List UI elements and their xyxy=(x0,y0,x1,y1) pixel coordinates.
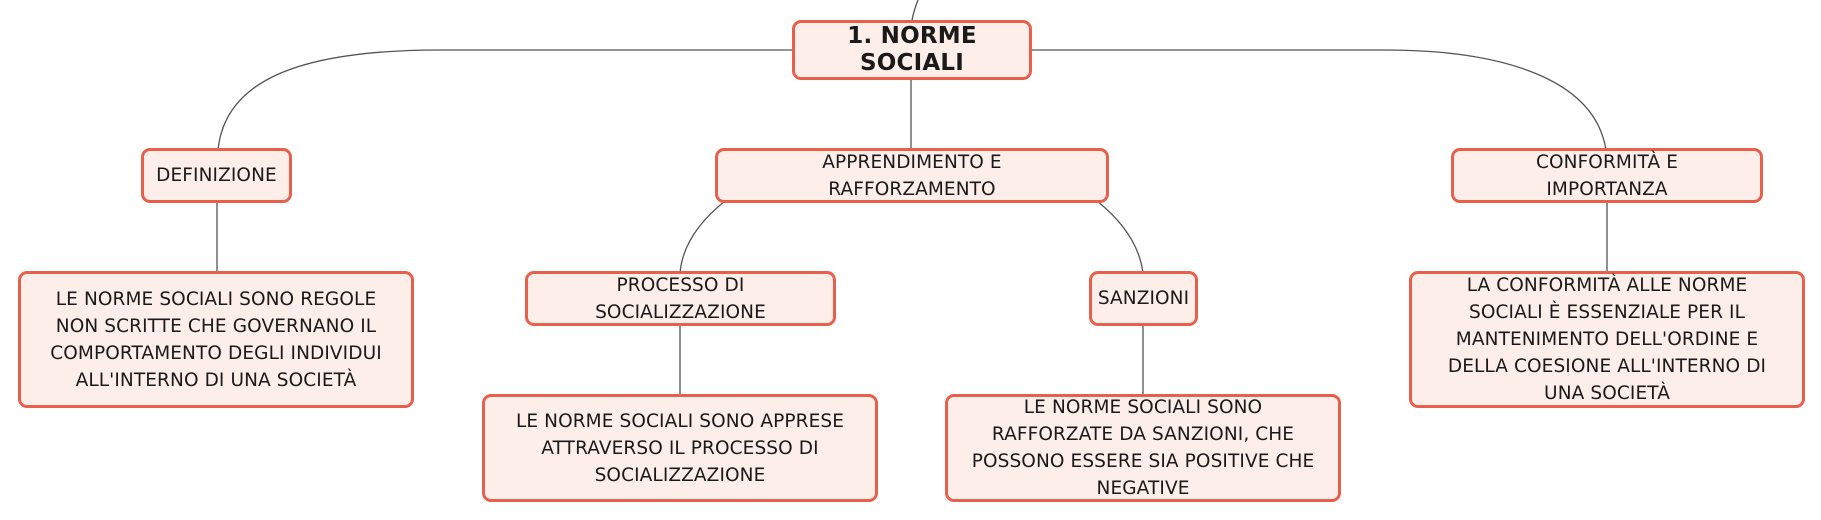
connector-root-conformita xyxy=(1031,49,1607,151)
branch-apprendimento[interactable]: APPRENDIMENTO E RAFFORZAMENTO xyxy=(715,148,1109,203)
connector-apprendimento-socializzazione xyxy=(679,200,726,274)
sanzioni-detail[interactable]: LE NORME SOCIALI SONO RAFFORZATE DA SANZ… xyxy=(945,394,1341,502)
node-processo-socializzazione-label: PROCESSO DI SOCIALIZZAZIONE xyxy=(595,274,766,323)
connector-root-incoming xyxy=(911,0,919,21)
connector-root-definizione xyxy=(217,49,793,151)
node-processo-socializzazione[interactable]: PROCESSO DI SOCIALIZZAZIONE xyxy=(525,271,836,326)
conformita-detail-text: LA CONFORMITÀ ALLE NORME SOCIALI È ESSEN… xyxy=(1447,275,1767,404)
definizione-detail-text: LE NORME SOCIALI SONO REGOLE NON SCRITTE… xyxy=(50,288,382,391)
socializzazione-detail-text: LE NORME SOCIALI SONO APPRESE ATTRAVERSO… xyxy=(515,410,845,486)
branch-conformita[interactable]: CONFORMITÀ E IMPORTANZA xyxy=(1451,148,1763,203)
definizione-detail[interactable]: LE NORME SOCIALI SONO REGOLE NON SCRITTE… xyxy=(18,271,414,408)
node-sanzioni[interactable]: SANZIONI xyxy=(1089,271,1198,326)
branch-apprendimento-label: APPRENDIMENTO E RAFFORZAMENTO xyxy=(822,151,1002,200)
sanzioni-detail-text: LE NORME SOCIALI SONO RAFFORZATE DA SANZ… xyxy=(971,397,1315,499)
branch-definizione-label: DEFINIZIONE xyxy=(156,165,277,186)
root-node[interactable]: 1. NORME SOCIALI xyxy=(792,20,1032,80)
root-label: 1. NORME SOCIALI xyxy=(847,23,977,76)
node-sanzioni-label: SANZIONI xyxy=(1097,288,1190,309)
socializzazione-detail[interactable]: LE NORME SOCIALI SONO APPRESE ATTRAVERSO… xyxy=(482,394,878,502)
conformita-detail[interactable]: LA CONFORMITÀ ALLE NORME SOCIALI È ESSEN… xyxy=(1409,271,1805,408)
branch-definizione[interactable]: DEFINIZIONE xyxy=(141,148,292,203)
branch-conformita-label: CONFORMITÀ E IMPORTANZA xyxy=(1535,151,1679,200)
connector-apprendimento-sanzioni xyxy=(1096,200,1144,274)
